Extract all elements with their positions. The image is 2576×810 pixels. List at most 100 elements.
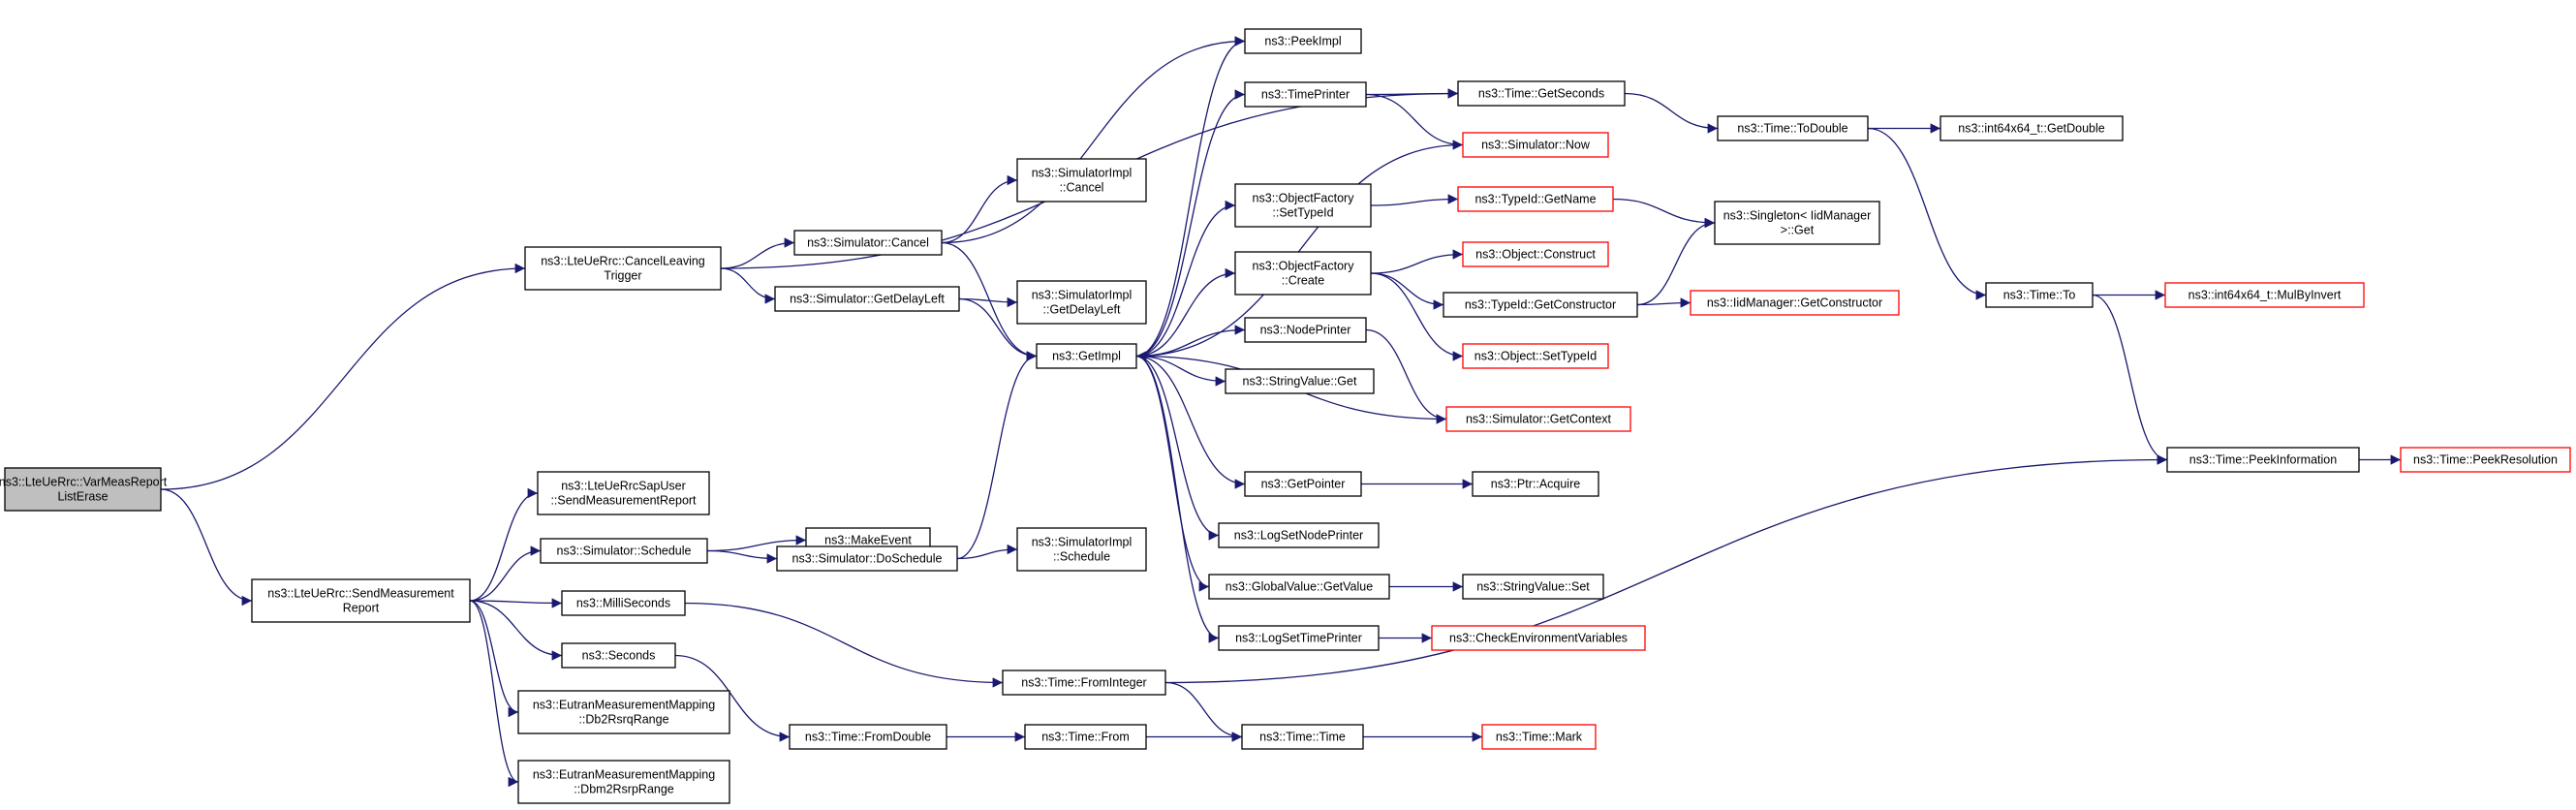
node-label: ns3::StringValue::Set — [1476, 580, 1590, 594]
node-milliseconds[interactable]: ns3::MilliSeconds — [561, 590, 686, 616]
edge-getseconds-to-todouble — [1624, 92, 1719, 134]
edge-getimpl-to-timeprinter — [1135, 89, 1246, 358]
edge-seconds-to-fromdouble — [674, 654, 791, 742]
node-timeprinter[interactable]: ns3::TimePrinter — [1244, 81, 1367, 108]
node-label: ns3::ObjectFactory — [1253, 260, 1355, 273]
function-nodes: ns3::LteUeRrc::VarMeasReportListErasens3… — [0, 28, 2571, 804]
node-label: ::SetTypeId — [1272, 206, 1333, 220]
edge-sendmeas-to-sapuser — [469, 487, 539, 602]
node-label: ns3::EutranMeasurementMapping — [533, 699, 715, 712]
edge-getimpl-to-globalvalueget — [1135, 355, 1210, 592]
node-implschedule[interactable]: ns3::SimulatorImpl::Schedule — [1016, 527, 1147, 572]
node-timetime[interactable]: ns3::Time::Time — [1241, 724, 1364, 750]
node-getcontext[interactable]: ns3::Simulator::GetContext — [1445, 406, 1631, 432]
node-implgetdelayleft[interactable]: ns3::SimulatorImpl::GetDelayLeft — [1016, 280, 1147, 325]
node-typeidgetname[interactable]: ns3::TypeId::GetName — [1457, 186, 1614, 212]
node-label: ns3::Time::Mark — [1496, 731, 1583, 744]
node-peekimpl[interactable]: ns3::PeekImpl — [1244, 28, 1362, 54]
node-logsettimeprinter[interactable]: ns3::LogSetTimePrinter — [1218, 625, 1380, 651]
edge-sendmeas-to-seconds — [469, 600, 563, 661]
node-objconstruct[interactable]: ns3::Object::Construct — [1462, 241, 1609, 267]
node-checkenv[interactable]: ns3::CheckEnvironmentVariables — [1431, 625, 1646, 651]
edge-getimpl-to-peekimpl — [1135, 36, 1246, 358]
node-implcancel[interactable]: ns3::SimulatorImpl::Cancel — [1016, 158, 1147, 202]
edge-timeprinter-to-getseconds — [1365, 88, 1459, 99]
node-singletonget[interactable]: ns3::Singleton< IidManager >::Get — [1714, 201, 1880, 245]
node-label: ns3::NodePrinter — [1260, 324, 1351, 337]
node-label: ns3::MakeEvent — [824, 534, 912, 547]
node-seconds[interactable]: ns3::Seconds — [561, 642, 676, 669]
node-label: ns3::LogSetTimePrinter — [1235, 632, 1362, 645]
edge-simcancel-to-peekimpl — [941, 36, 1246, 244]
edge-doschedule-to-getimpl — [956, 351, 1038, 560]
node-db2rsrq[interactable]: ns3::EutranMeasurementMapping::Db2RsrqRa… — [517, 690, 730, 734]
node-label: ns3::MilliSeconds — [576, 597, 670, 610]
node-getseconds[interactable]: ns3::Time::GetSeconds — [1457, 80, 1626, 107]
edge-getimpl-to-getpointer — [1135, 355, 1246, 489]
node-label: >::Get — [1781, 224, 1815, 237]
edge-simcancel-to-implcancel — [941, 174, 1018, 244]
node-label: ns3::SimulatorImpl — [1032, 536, 1133, 549]
edge-getimpl-to-ofsettypeid — [1135, 200, 1236, 358]
node-timemark[interactable]: ns3::Time::Mark — [1481, 724, 1597, 750]
node-nodeprinter[interactable]: ns3::NodePrinter — [1244, 317, 1367, 343]
edge-simcancel-to-getimpl — [941, 241, 1038, 361]
node-label: ns3::LteUeRrc::CancelLeaving — [541, 255, 705, 268]
node-fromint[interactable]: ns3::Time::FromInteger — [1002, 670, 1166, 696]
edge-timeprinter-to-simnow — [1365, 93, 1464, 150]
node-peekresolution[interactable]: ns3::Time::PeekResolution — [2400, 447, 2571, 473]
node-fromdouble[interactable]: ns3::Time::FromDouble — [789, 724, 947, 750]
node-doschedule[interactable]: ns3::Simulator::DoSchedule — [776, 545, 958, 572]
node-getpointer[interactable]: ns3::GetPointer — [1244, 471, 1362, 497]
node-getdelayleft[interactable]: ns3::Simulator::GetDelayLeft — [774, 286, 960, 312]
edge-cancelleaving-to-getdelayleft — [720, 267, 776, 304]
node-ofcreate[interactable]: ns3::ObjectFactory::Create — [1234, 251, 1372, 296]
node-iidgetconstructor[interactable]: ns3::IidManager::GetConstructor — [1690, 290, 1900, 316]
node-label: ns3::TimePrinter — [1261, 88, 1350, 102]
node-getconstructor[interactable]: ns3::TypeId::GetConstructor — [1443, 292, 1638, 318]
node-ptracquire[interactable]: ns3::Ptr::Acquire — [1472, 471, 1599, 497]
node-schedule[interactable]: ns3::Simulator::Schedule — [540, 538, 708, 564]
node-label: ns3::CheckEnvironmentVariables — [1449, 632, 1628, 645]
node-globalvalueget[interactable]: ns3::GlobalValue::GetValue — [1208, 574, 1390, 600]
edge-getimpl-to-logsettimeprinter — [1135, 355, 1220, 643]
node-peekinformation[interactable]: ns3::Time::PeekInformation — [2166, 447, 2360, 473]
node-label: ns3::ObjectFactory — [1253, 192, 1355, 205]
node-getimpl[interactable]: ns3::GetImpl — [1036, 343, 1137, 369]
node-timeto[interactable]: ns3::Time::To — [1985, 282, 2094, 308]
edge-timeto-to-peekinformation — [2092, 294, 2168, 465]
edge-ofsettypeid-to-typeidgetname — [1370, 194, 1459, 206]
node-label: ::Dbm2RsrpRange — [574, 783, 674, 796]
edge-fromint-to-peekinformation — [1164, 454, 2168, 684]
node-getdouble[interactable]: ns3::int64x64_t::GetDouble — [1940, 115, 2124, 141]
node-sendmeas[interactable]: ns3::LteUeRrc::SendMeasurementReport — [251, 578, 471, 623]
node-label: ::Cancel — [1060, 181, 1104, 195]
edge-nodeprinter-to-getcontext — [1365, 328, 1447, 424]
node-label: ns3::StringValue::Get — [1243, 375, 1357, 389]
node-stringvalueset[interactable]: ns3::StringValue::Set — [1462, 574, 1604, 600]
node-logsetnodeprinter[interactable]: ns3::LogSetNodePrinter — [1218, 522, 1380, 548]
node-stringvalueget[interactable]: ns3::StringValue::Get — [1225, 368, 1375, 394]
node-label: ns3::Simulator::GetDelayLeft — [790, 293, 945, 306]
node-mulbyinvert[interactable]: ns3::int64x64_t::MulByInvert — [2164, 282, 2365, 308]
node-dbm2rsrp[interactable]: ns3::EutranMeasurementMapping::Dbm2RsrpR… — [517, 760, 730, 804]
node-todouble[interactable]: ns3::Time::ToDouble — [1717, 115, 1869, 141]
node-label: ns3::Singleton< IidManager — [1723, 209, 1872, 223]
node-label: ns3::SimulatorImpl — [1032, 289, 1133, 302]
node-objsettypeid[interactable]: ns3::Object::SetTypeId — [1462, 343, 1609, 369]
node-simcancel[interactable]: ns3::Simulator::Cancel — [793, 230, 943, 256]
node-sapuser[interactable]: ns3::LteUeRrcSapUser::SendMeasurementRep… — [537, 471, 710, 515]
node-simnow[interactable]: ns3::Simulator::Now — [1462, 132, 1609, 158]
node-label: ns3::Ptr::Acquire — [1491, 478, 1580, 491]
node-label: ns3::SimulatorImpl — [1032, 167, 1133, 180]
edge-sendmeas-to-milliseconds — [469, 598, 563, 608]
node-ofsettypeid[interactable]: ns3::ObjectFactory::SetTypeId — [1234, 183, 1372, 228]
edge-schedule-to-makeevent — [706, 535, 807, 552]
node-label: Trigger — [604, 269, 641, 283]
node-timefrom[interactable]: ns3::Time::From — [1024, 724, 1147, 750]
node-label: ns3::EutranMeasurementMapping — [533, 768, 715, 782]
node-label: ::Schedule — [1053, 550, 1110, 564]
node-label: ::SendMeasurementReport — [550, 494, 697, 508]
